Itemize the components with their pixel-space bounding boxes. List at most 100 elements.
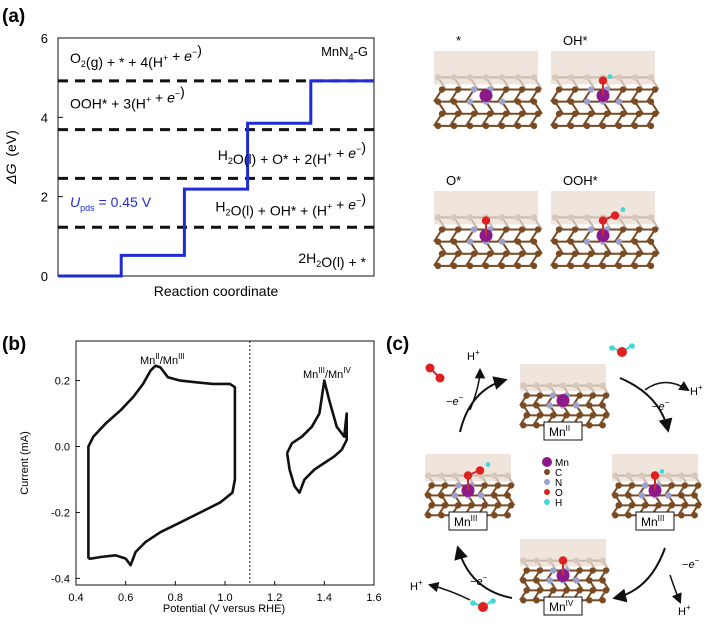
chart-a-frame <box>57 37 375 277</box>
proton-label: H+ <box>690 383 703 398</box>
carbon-atom <box>551 214 559 221</box>
carbon-atom <box>520 577 527 584</box>
carbon-atom <box>498 122 506 130</box>
cycle-arrow <box>619 377 673 433</box>
oxygen-molecule-icon <box>425 363 445 383</box>
carbon-atom <box>694 502 702 509</box>
carbon-atom <box>482 122 490 130</box>
carbon-atom <box>573 382 580 389</box>
state-label-box <box>635 511 675 531</box>
carbon-atom <box>615 502 622 509</box>
nitrogen-atom <box>470 86 478 93</box>
nitrogen-atom <box>546 577 553 584</box>
legend-label: Mn <box>555 458 569 469</box>
carbon-atom <box>567 214 575 221</box>
carbon-atom <box>520 422 527 429</box>
cycle-arrow <box>612 547 666 603</box>
nitrogen-atom <box>638 492 645 499</box>
carbon-atom <box>533 402 540 409</box>
adsorption-structures: *OH*O*OOH* <box>433 33 660 270</box>
carbon-atom <box>530 214 538 221</box>
carbon-atom <box>434 98 442 105</box>
carbon-atom <box>470 110 478 117</box>
carbon-atom <box>602 412 610 419</box>
carbon-atom <box>434 122 442 130</box>
chart-b-xtick-label: 0.4 <box>68 592 83 604</box>
chart-b-ytick-label: -0.4 <box>51 573 70 585</box>
carbon-atom <box>631 262 639 270</box>
carbon-atom <box>576 412 583 419</box>
carbon-atom <box>534 110 542 117</box>
carbon-atom <box>504 492 511 499</box>
carbon-atom <box>551 98 559 105</box>
carbon-atom <box>498 74 506 81</box>
oxygen-atom <box>610 211 620 220</box>
carbon-atom <box>628 502 636 509</box>
carbon-atom <box>438 512 445 519</box>
carbon-atom <box>665 472 672 479</box>
water-molecule-icon <box>470 598 496 612</box>
carbon-atom <box>576 587 583 594</box>
cycle-state-none <box>519 364 611 429</box>
carbon-atom <box>681 482 688 489</box>
carbon-atom <box>518 250 526 257</box>
carbon-atom <box>631 98 639 105</box>
carbon-atom <box>625 512 632 519</box>
state-label: MnIII <box>454 514 477 529</box>
carbon-atom <box>668 482 675 489</box>
carbon-atom <box>586 577 593 584</box>
carbon-atom <box>454 110 462 117</box>
manganese-atom <box>556 393 570 407</box>
carbon-atom <box>589 412 596 419</box>
carbon-atom <box>546 557 553 564</box>
water-molecule-icon <box>609 343 635 357</box>
side-arrow <box>644 381 690 392</box>
proton-label: H+ <box>410 578 423 593</box>
carbon-atom <box>647 98 655 105</box>
hydrogen-atom <box>607 74 613 79</box>
carbon-atom <box>576 567 583 574</box>
carbon-atom <box>533 597 540 604</box>
proton-label: H+ <box>678 603 691 618</box>
carbon-atom <box>586 557 593 564</box>
carbon-atom <box>625 492 632 499</box>
carbon-atom <box>599 122 607 130</box>
carbon-atom <box>651 226 659 233</box>
chart-a-state-labels: O2(g) + * + 4(H+ + e−)OOH* + 3(H+ + e−)H… <box>70 42 367 270</box>
oxygen-atom <box>598 76 608 85</box>
carbon-atom <box>668 502 675 509</box>
state-label-box <box>448 511 488 531</box>
chart-b-xtick-label: 1.6 <box>366 592 381 604</box>
legend-swatch <box>544 469 550 475</box>
state-label-box <box>543 596 583 616</box>
carbon-atom <box>576 392 583 399</box>
electron-label: −e− <box>652 398 670 413</box>
carbon-atom <box>454 86 462 93</box>
nitrogen-atom <box>573 402 580 409</box>
carbon-atom <box>635 250 643 257</box>
carbon-atom <box>602 587 610 594</box>
carbon-atom <box>494 482 501 489</box>
legend-label: N <box>555 478 562 489</box>
carbon-atom <box>647 122 655 130</box>
carbon-atom <box>587 250 595 257</box>
carbon-atom <box>434 214 442 221</box>
carbon-atom <box>651 110 659 117</box>
carbon-atom <box>491 492 498 499</box>
chart-b-xtick-label: 1.4 <box>317 592 332 604</box>
carbon-atom <box>546 382 553 389</box>
chart-b-annotation-1: MnII/MnIII <box>140 352 185 367</box>
chart-a-state-label: OOH* + 3(H+ + e−) <box>70 83 185 111</box>
carbon-atom <box>533 382 540 389</box>
carbon-atom <box>678 472 685 479</box>
carbon-atom <box>583 214 591 221</box>
carbon-atom <box>612 472 619 479</box>
legend-label: C <box>555 468 562 479</box>
cycle-arrow <box>454 545 513 599</box>
carbon-atom <box>454 226 462 233</box>
carbon-atom <box>450 214 458 221</box>
electron-label: −e− <box>682 556 700 571</box>
chart-b-cv-curve <box>87 364 237 567</box>
